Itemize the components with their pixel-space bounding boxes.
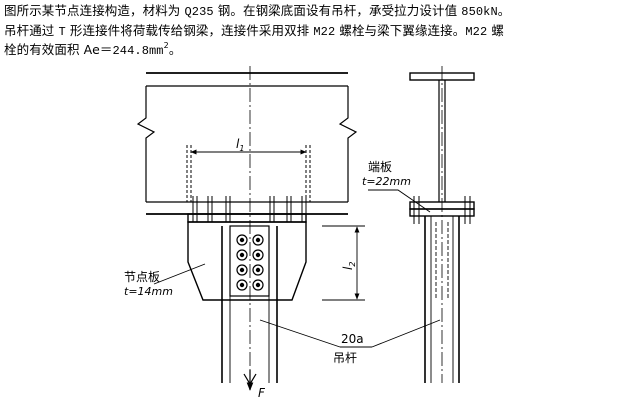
gusset-bolts <box>236 234 264 291</box>
bolt-size: M22 <box>313 24 336 39</box>
channel-leader-front <box>259 319 341 348</box>
t-connector-end-plate-front <box>187 213 307 223</box>
steel-beam-side-view <box>409 66 475 383</box>
problem-line-2: 吊杆通过 T 形连接件将荷载传给钢梁，连接件采用双排 M22 螺栓与梁下翼缘连接… <box>4 22 616 42</box>
gusset-label: 节点板 <box>124 270 160 284</box>
beam-break-line-left <box>136 86 156 202</box>
channel-leader-side <box>371 319 441 348</box>
web-stiffeners <box>186 145 311 202</box>
effective-area-value: 244.8mm <box>112 44 164 58</box>
gusset-leader-line <box>153 263 206 285</box>
text-segment: 图所示某节点连接构造，材料为 <box>4 3 185 18</box>
text-segment: 。 <box>168 42 182 57</box>
text-segment: 钢。在钢梁底面设有吊杆，承受拉力设计值 <box>213 3 462 18</box>
channel-label-group: 20a 吊杆 <box>259 319 441 365</box>
hanger-label: 吊杆 <box>333 351 357 365</box>
end-plate-label: 端板 <box>368 160 392 174</box>
channel-label: 20a <box>341 332 364 346</box>
text-segment: 螺栓与梁下翼缘连接。 <box>335 22 466 38</box>
force-arrow <box>243 370 257 391</box>
dimension-l2-label: l2 <box>341 262 357 270</box>
problem-line-3: 栓的有效面积 Ae＝244.8mm2。 <box>4 41 616 61</box>
text-segment: 形连接件将荷载传给钢梁，连接件采用双排 <box>65 22 314 38</box>
text-segment: 栓的有效面积 Ae＝ <box>4 42 113 57</box>
hanger-rod-front <box>221 225 278 383</box>
area-exponent: 2 <box>163 41 169 50</box>
dimension-l1-label: l1 <box>236 137 244 153</box>
beam-break-line-right <box>338 86 358 202</box>
problem-statement: 图所示某节点连接构造，材料为 Q235 钢。在钢梁底面设有吊杆，承受拉力设计值 … <box>4 2 616 61</box>
gusset-plate <box>187 221 307 301</box>
gusset-thickness: t=14mm <box>124 285 173 298</box>
text-segment: 吊杆通过 <box>4 22 59 38</box>
hanger-rod-side <box>424 216 460 383</box>
gusset-label-group: 节点板 t=14mm <box>124 263 206 298</box>
material-grade: Q235 <box>184 5 214 19</box>
end-plate-leader-line <box>368 189 431 213</box>
flange-bolts-front <box>192 196 307 222</box>
end-plate-label-group: 端板 t=22mm <box>362 160 431 213</box>
tension-force-value: 850kN <box>461 5 498 19</box>
problem-line-1: 图所示某节点连接构造，材料为 Q235 钢。在钢梁底面设有吊杆，承受拉力设计值 … <box>4 2 616 22</box>
force-label: F <box>258 386 266 400</box>
end-plate-thickness: t=22mm <box>362 175 411 188</box>
bolt-size: M22 <box>465 24 488 39</box>
t-shape-letter: T <box>58 24 66 39</box>
text-segment: 螺 <box>487 22 504 38</box>
text-segment: 。 <box>497 3 511 18</box>
steel-beam-front-view <box>136 66 358 380</box>
dimension-l2 <box>322 225 365 301</box>
